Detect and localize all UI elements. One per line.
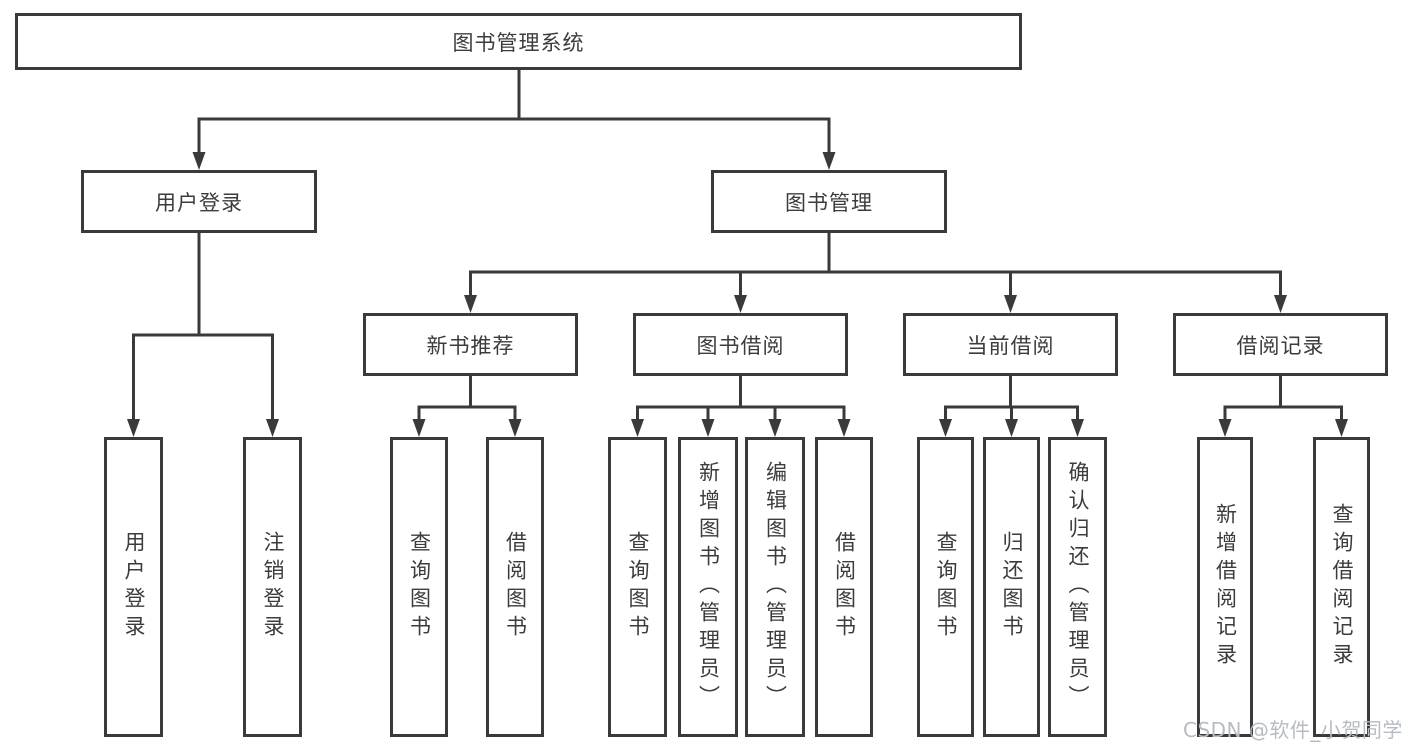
watermark-text: CSDN @软件_小贺同学 xyxy=(1183,718,1403,742)
node-label: 借阅图书 xyxy=(832,531,857,643)
node-label: 编辑图书（管理员） xyxy=(763,461,788,713)
node-label: 用户登录 xyxy=(122,531,147,643)
node-label: 用户登录 xyxy=(155,190,243,215)
node-query-borrow-record: 查询借阅记录 xyxy=(1313,437,1370,737)
node-return-books: 归还图书 xyxy=(983,437,1040,737)
node-book-borrowing: 图书借阅 xyxy=(633,313,848,376)
node-label: 新增图书（管理员） xyxy=(696,461,721,713)
node-label: 查询图书 xyxy=(407,531,432,643)
node-new-book-recommendation: 新书推荐 xyxy=(363,313,578,376)
node-add-book-admin: 新增图书（管理员） xyxy=(678,437,738,737)
node-label: 新增借阅记录 xyxy=(1213,503,1238,671)
node-label: 归还图书 xyxy=(1000,531,1025,643)
node-user-login-action: 用户登录 xyxy=(104,437,163,737)
node-label: 查询图书 xyxy=(934,531,959,643)
node-borrow-books-recommend: 借阅图书 xyxy=(486,437,544,737)
node-query-books-borrowing: 查询图书 xyxy=(608,437,667,737)
node-borrow-books-action: 借阅图书 xyxy=(815,437,873,737)
node-label: 借阅记录 xyxy=(1236,333,1325,358)
node-label: 新书推荐 xyxy=(426,333,515,358)
node-book-management-module: 图书管理 xyxy=(711,170,947,233)
node-library-management-system: 图书管理系统 xyxy=(15,13,1022,70)
node-label: 图书借阅 xyxy=(696,333,785,358)
node-query-books-recommend: 查询图书 xyxy=(390,437,448,737)
node-edit-book-admin: 编辑图书（管理员） xyxy=(745,437,805,737)
node-label: 图书管理 xyxy=(785,190,873,215)
node-confirm-return-admin: 确认归还（管理员） xyxy=(1048,437,1107,737)
node-label: 查询图书 xyxy=(626,531,651,643)
node-label: 当前借阅 xyxy=(966,333,1055,358)
node-borrowing-records: 借阅记录 xyxy=(1173,313,1388,376)
node-label: 注销登录 xyxy=(261,531,286,643)
node-label: 确认归还（管理员） xyxy=(1066,461,1091,713)
node-logout-action: 注销登录 xyxy=(243,437,302,737)
node-label: 借阅图书 xyxy=(503,531,528,643)
node-add-borrow-record: 新增借阅记录 xyxy=(1197,437,1253,737)
node-query-books-current: 查询图书 xyxy=(917,437,974,737)
node-label: 图书管理系统 xyxy=(452,30,585,55)
node-label: 查询借阅记录 xyxy=(1330,503,1355,671)
node-current-borrowing: 当前借阅 xyxy=(903,313,1118,376)
node-user-login-module: 用户登录 xyxy=(81,170,317,233)
